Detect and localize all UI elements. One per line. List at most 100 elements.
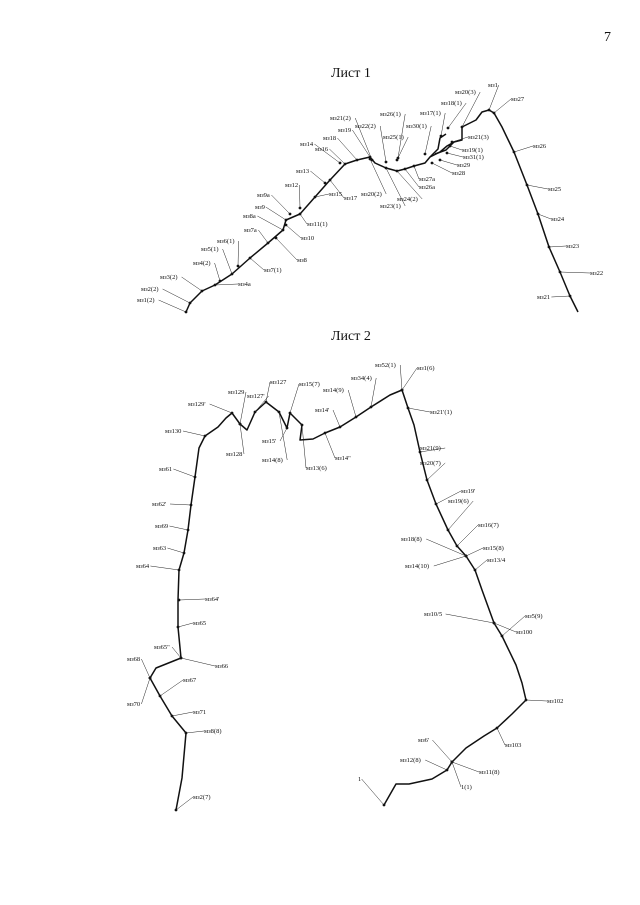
sheet2-label: мз6' xyxy=(418,737,429,744)
sheet2-leader-line xyxy=(175,796,194,811)
sheet2-label: мз64' xyxy=(205,596,219,603)
sheet2-label: мз69 xyxy=(155,523,168,530)
sheet1-leader-line xyxy=(424,125,432,155)
sheet1-leader-line xyxy=(440,112,446,137)
sheet2-label: мз21(9) xyxy=(420,445,441,452)
sheet1-label: мз14 xyxy=(300,141,314,148)
sheet2-leader-line xyxy=(167,547,185,554)
sheet1-label: мз6(1) xyxy=(217,238,235,245)
sheet1-leader-line xyxy=(352,129,371,158)
sheet2-leader-line xyxy=(474,559,488,571)
sheet2-leader-line xyxy=(445,613,495,624)
sheet1-label: мз1(2) xyxy=(137,297,155,304)
sheet2-leader-line xyxy=(169,525,189,531)
sheet1-label: мз12 xyxy=(285,182,298,189)
sheet2-label: мз16(7) xyxy=(478,522,499,529)
sheet2-leader-line xyxy=(426,538,467,557)
sheet2-leader-line xyxy=(433,555,467,567)
sheet2-label: мз65" xyxy=(154,644,170,651)
sheet1-leader-line xyxy=(369,158,387,195)
sheet2-leader-line xyxy=(501,615,526,637)
sheet1-label: мз22 xyxy=(590,270,603,277)
sheet1-label: мз19(1) xyxy=(462,147,483,154)
sheet1-label: мз4(2) xyxy=(193,260,211,267)
sheet2-label: мз129 xyxy=(228,389,244,396)
sheet1-leader-line xyxy=(431,162,453,174)
sheet1-label: мз26а xyxy=(419,184,435,191)
sheet1-leader-line xyxy=(413,165,420,180)
sheet2-label: мз71 xyxy=(193,709,206,716)
sheet1-label: мз28 xyxy=(452,170,465,177)
sheet1-label: мз21(3) xyxy=(468,134,489,141)
sheet2-leader-line xyxy=(169,503,192,506)
sheet1-label: мз20(3) xyxy=(455,89,476,96)
sheet1-leader-line xyxy=(299,184,301,209)
sheet2-leader-line xyxy=(419,447,446,453)
sheet2-label: мз65 xyxy=(193,620,206,627)
sheet2-label: мз127 xyxy=(270,379,287,386)
sheet2-leader-line xyxy=(496,727,506,746)
sheet2-label: 1(1) xyxy=(461,784,472,791)
sheet1-label: мз5(1) xyxy=(201,246,219,253)
sheet2-label: мз100 xyxy=(516,629,532,636)
sheet1-label: мз15 xyxy=(329,191,342,198)
sheet1-label: мз16 xyxy=(315,146,329,153)
sheet2-leader-line xyxy=(361,778,385,806)
sheet2-label: мз102 xyxy=(547,698,563,705)
sheet1-leader-line xyxy=(314,193,330,198)
sheet1-leader-line xyxy=(329,179,345,199)
sheet2-leader-line xyxy=(324,432,336,459)
sheet1-leader-line xyxy=(385,167,406,207)
sheet1-leader-line xyxy=(162,288,191,304)
sheet1-leader-line xyxy=(379,125,387,163)
sheet2-leader-line xyxy=(178,598,206,601)
sheet1-leader-line xyxy=(310,170,326,184)
sheet2-leader-line xyxy=(254,395,269,413)
sheet2-leader-line xyxy=(141,677,151,705)
sheet2-label: мз13/4 xyxy=(487,557,506,564)
sheet2-label: мз14(9) xyxy=(323,387,344,394)
sheet1-leader-line xyxy=(449,145,463,151)
sheet1-label: мз17 xyxy=(344,195,358,202)
sheet2-label: мз61 xyxy=(159,466,172,473)
sheet2-label: мз18(8) xyxy=(401,536,422,543)
sheet1-label: мз1 xyxy=(488,82,498,89)
sheet1-label: мз10 xyxy=(301,235,314,242)
sheet2-label: мз14" xyxy=(335,455,351,462)
sheet1-label: мз19 xyxy=(338,127,351,134)
sheet1-label: мз11(1) xyxy=(307,221,328,228)
sheet1-label: мз25 xyxy=(548,186,561,193)
sheet2-label: мз130 xyxy=(165,428,181,435)
sheet1-label: мз18(1) xyxy=(441,100,462,107)
sheet2-label: мз20(7) xyxy=(420,460,441,467)
sheet2-leader-line xyxy=(171,711,194,717)
sheet1-leader-line xyxy=(181,276,203,292)
sheet1-label: мз21(2) xyxy=(330,115,351,122)
sheet1-label: мз26(1) xyxy=(380,111,401,118)
sheet1-leader-line xyxy=(258,229,269,244)
sheet2-label: мз8(8) xyxy=(204,728,222,735)
sheet1-label: мз8а xyxy=(243,213,256,220)
sheet1-label: мз3(2) xyxy=(160,274,178,281)
sheet1-label: мз24 xyxy=(551,216,565,223)
sheet1-label: мз4а xyxy=(238,281,251,288)
sheet1-spur-2 xyxy=(434,141,455,155)
sheet2-leader-line xyxy=(301,424,307,469)
sheet1-label: мз7(1) xyxy=(264,267,282,274)
sheet2-label: мз128 xyxy=(226,451,242,458)
sheet1-leader-line xyxy=(257,215,284,231)
sheet1-leader-line xyxy=(526,184,549,190)
sheet2-label: мз5(9) xyxy=(525,613,543,620)
sheet1-label: мз21 xyxy=(537,294,550,301)
sheet2-leader-line xyxy=(407,407,431,413)
sheet1-label: мз30(1) xyxy=(406,123,427,130)
sheet2-title: Лист 2 xyxy=(331,329,371,344)
sheet1-leader-line xyxy=(404,168,420,188)
sheet1-leader-line xyxy=(446,152,464,158)
sheet2-leader-line xyxy=(182,430,206,437)
sheet2-leader-line xyxy=(332,409,341,428)
sheet2-label: мз12(8) xyxy=(400,757,421,764)
page-number: 7 xyxy=(604,30,611,45)
sheet2-leader-line xyxy=(180,657,216,667)
sheet2-leader-line xyxy=(432,739,453,763)
